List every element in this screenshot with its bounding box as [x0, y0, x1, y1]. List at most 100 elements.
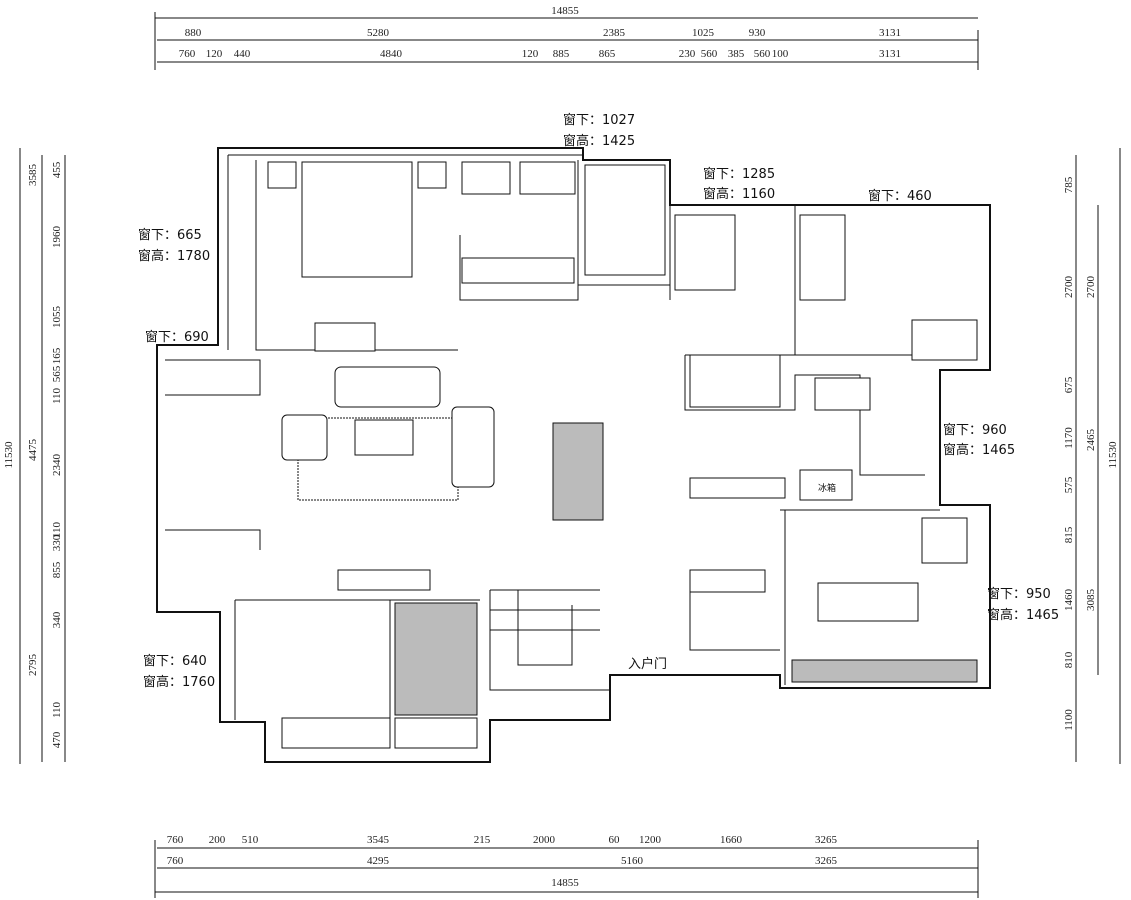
stove [814, 377, 871, 411]
dim-label: 1200 [639, 834, 662, 846]
nightstand [267, 161, 297, 189]
double-bed [301, 161, 413, 278]
dim-label: 760 [167, 834, 184, 846]
dim-label: 810 [1063, 651, 1075, 668]
dim-label: 510 [242, 834, 259, 846]
dim-label: 2700 [1085, 276, 1097, 299]
tv-cabinet [337, 569, 431, 591]
wardrobe [281, 717, 391, 749]
dim-label: 100 [772, 48, 789, 60]
bottom-dimensions: 760 200 510 3545 215 2000 60 1200 1660 3… [154, 834, 979, 898]
dim-label: 230 [679, 48, 696, 60]
dim-label: 760 [167, 855, 184, 867]
window-height-note: 窗高：1425 [563, 133, 635, 149]
dim-label: 4475 [27, 439, 39, 462]
window-height-note: 窗高：1465 [943, 442, 1015, 458]
dim-label: 1960 [51, 226, 63, 249]
dim-label: 2340 [51, 454, 63, 477]
dim-label: 5280 [367, 27, 390, 39]
dim-label: 785 [1063, 176, 1075, 193]
dim-label: 1460 [1063, 589, 1075, 612]
shoe-cabinet [689, 569, 766, 593]
dim-total-left: 11530 [3, 441, 15, 469]
dim-label: 470 [51, 731, 63, 748]
fridge-label: 冰箱 [818, 482, 836, 494]
dim-label: 2465 [1085, 429, 1097, 452]
dim-label: 110 [51, 521, 63, 538]
window-sill-note: 窗下：460 [868, 188, 932, 204]
dining-table [552, 422, 604, 521]
dim-label: 215 [474, 834, 491, 846]
window-sill-note: 窗下：665 [138, 227, 202, 243]
dim-label: 1100 [1063, 709, 1075, 731]
dim-label: 855 [51, 561, 63, 578]
window-sill-note: 窗下：1027 [563, 112, 635, 128]
nightstand [417, 161, 447, 189]
dim-label: 3265 [815, 855, 838, 867]
dim-label: 455 [51, 161, 63, 178]
bay-seat [799, 214, 846, 301]
plants [911, 319, 978, 361]
dim-label: 2385 [603, 27, 626, 39]
walls [156, 147, 991, 763]
tv-cabinet [314, 322, 376, 352]
office-desk [817, 582, 919, 622]
window-sill-note: 窗下：950 [987, 586, 1051, 602]
dim-label: 340 [51, 611, 63, 628]
bathroom-fixtures [674, 214, 736, 291]
dim-label: 5160 [621, 855, 644, 867]
desk [461, 161, 511, 195]
armchair [451, 406, 495, 488]
dim-label: 2000 [533, 834, 556, 846]
dim-label: 4295 [367, 855, 390, 867]
coffee-table [354, 419, 414, 456]
window-sill-note: 窗下：640 [143, 653, 207, 669]
dim-total-right: 11530 [1107, 441, 1119, 469]
dim-label: 3085 [1085, 589, 1097, 612]
dim-label: 385 [728, 48, 745, 60]
dim-label: 760 [179, 48, 196, 60]
dim-label: 1660 [720, 834, 743, 846]
window-sill-note: 窗下：1285 [703, 166, 775, 182]
dim-label: 565 [51, 365, 63, 382]
window-height-note: 窗高：1465 [987, 607, 1059, 623]
dim-label: 330 [51, 534, 63, 551]
dim-label: 3131 [879, 48, 901, 60]
dim-label: 3131 [879, 27, 901, 39]
dim-label: 440 [234, 48, 251, 60]
dim-label: 3545 [367, 834, 390, 846]
dim-label: 865 [599, 48, 616, 60]
top-dimensions: 14855 880 5280 2385 1025 930 3131 760 12… [154, 5, 979, 70]
dim-total-top: 14855 [551, 5, 579, 17]
dim-label: 1055 [51, 306, 63, 329]
bathroom-fixtures [584, 164, 666, 276]
dim-label: 60 [609, 834, 621, 846]
window-height-note: 窗高：1160 [703, 186, 775, 202]
dim-label: 110 [51, 701, 63, 718]
dim-label: 885 [553, 48, 570, 60]
office-chair [921, 517, 968, 564]
furniture [267, 161, 978, 749]
window-height-note: 窗高：1760 [143, 674, 215, 690]
staircase [490, 589, 600, 666]
dim-label: 110 [51, 387, 63, 404]
dim-label: 200 [209, 834, 226, 846]
wardrobe [394, 717, 478, 749]
dim-label: 575 [1063, 476, 1075, 493]
sink-counter [519, 161, 576, 195]
dim-label: 675 [1063, 376, 1075, 393]
right-dimensions: 11530 2700 2465 3085 785 2700 675 1170 5… [1063, 148, 1121, 764]
dim-label: 560 [701, 48, 718, 60]
entrance-label: 入户门 [628, 656, 667, 672]
dim-label: 2700 [1063, 276, 1075, 299]
dim-label: 930 [749, 27, 766, 39]
tatami [394, 602, 478, 716]
kitchen-sink [689, 354, 781, 408]
dim-label: 1170 [1063, 427, 1075, 449]
fridge [799, 469, 853, 501]
dim-label: 165 [51, 347, 63, 364]
armchair [281, 414, 328, 461]
window-sill-note: 窗下：690 [145, 329, 209, 345]
wardrobe [461, 257, 575, 284]
